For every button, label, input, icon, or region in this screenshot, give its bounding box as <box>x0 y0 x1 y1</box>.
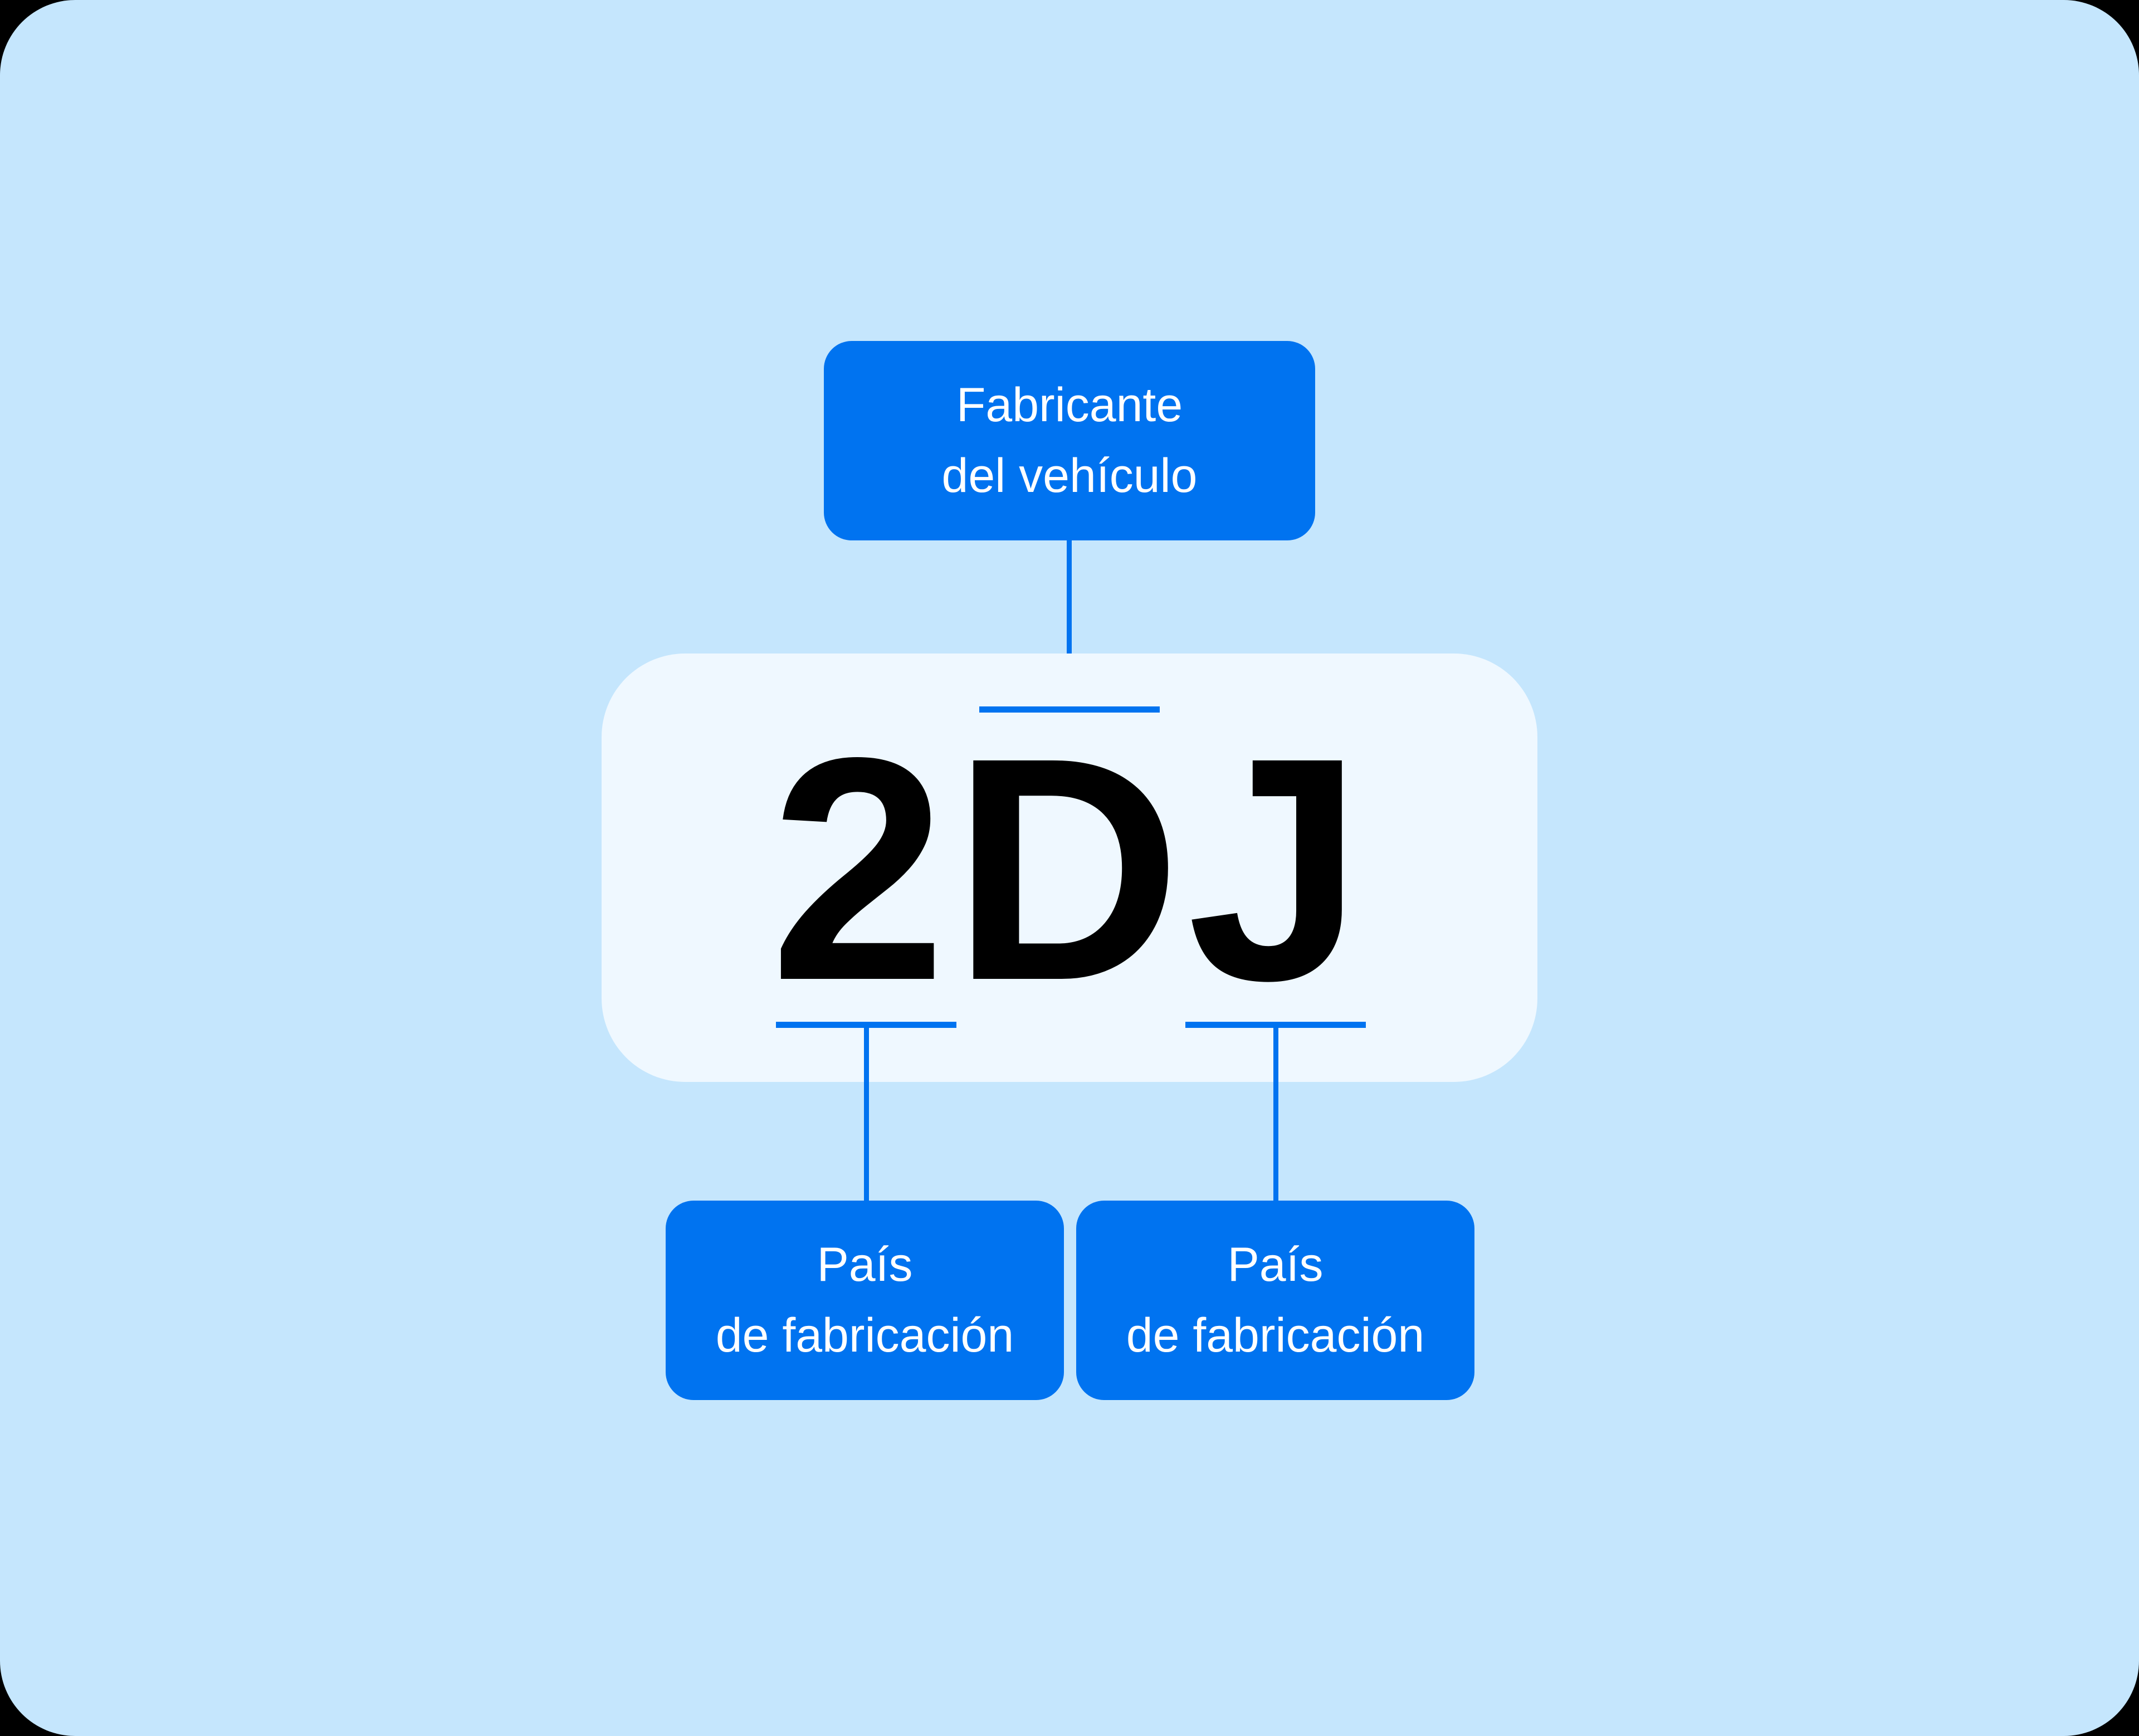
manufacturer-label-box: Fabricante del vehículo <box>824 341 1315 540</box>
country-bracket-left <box>776 1022 956 1028</box>
vin-code: 2DJ <box>770 691 1369 1046</box>
country-label-box-right: País de fabricación <box>1076 1201 1474 1400</box>
manufacturer-bracket <box>979 706 1160 713</box>
manufacturer-label-line1: Fabricante <box>956 378 1183 432</box>
country-label-left-line2: de fabricación <box>715 1309 1014 1362</box>
code-plate <box>602 654 1537 1082</box>
country-connector-right <box>1273 1025 1278 1201</box>
country-bracket-right <box>1185 1022 1366 1028</box>
country-label-left-line1: País <box>817 1238 913 1291</box>
country-label-right-line1: País <box>1227 1238 1324 1291</box>
country-label-right-line2: de fabricación <box>1126 1309 1425 1362</box>
country-label-box-left: País de fabricación <box>666 1201 1064 1400</box>
manufacturer-label-line2: del vehículo <box>941 449 1198 503</box>
manufacturer-connector <box>1067 540 1072 709</box>
country-connector-left <box>864 1025 869 1201</box>
